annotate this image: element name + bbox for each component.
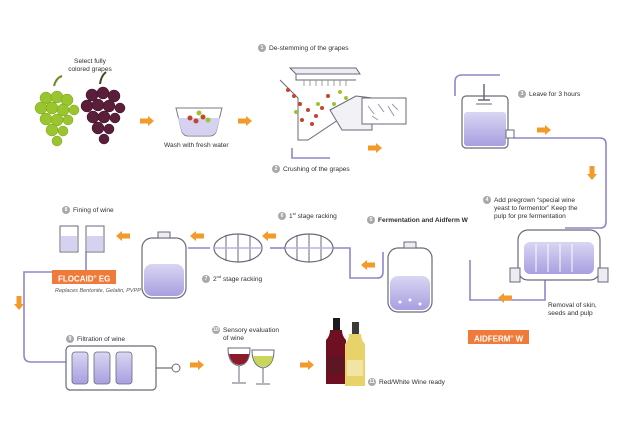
step-racking2-sup: nd <box>216 274 222 279</box>
step-pregrow-line1: Add pregrown “special wine <box>494 196 575 204</box>
step-number: 3 <box>518 90 526 98</box>
step-number: 9 <box>66 335 74 343</box>
step-number: 2 <box>272 165 280 173</box>
step-racking1-post: stage racking <box>295 213 337 221</box>
fermentation-tank-icon <box>141 231 187 299</box>
arrow-icon <box>537 125 551 135</box>
grapes-icon <box>34 71 126 147</box>
step-pregrow-line2: yeast to fermentor” Keep the <box>494 204 578 212</box>
arrow-icon <box>361 260 375 270</box>
arrow-icon <box>238 116 252 126</box>
step-select-label: Select fully colored grapes <box>60 58 120 74</box>
wine-glass-icon <box>251 349 275 385</box>
aidferm-mark: ® <box>510 334 514 339</box>
step-number: 10 <box>212 326 220 334</box>
step-number: 8 <box>62 206 70 214</box>
step-number: 4 <box>483 196 491 204</box>
flocaid-name: FLOCAID <box>58 274 94 284</box>
flocaid-badge: FLOCAID® EG <box>52 270 117 284</box>
step-crush-text: Crushing of the grapes <box>283 165 350 173</box>
barrel-icon <box>213 233 263 263</box>
flocaid-mark: ® <box>93 274 97 279</box>
step-select-line2: colored grapes <box>68 66 112 73</box>
step-racking2-post: stage racking <box>221 276 263 284</box>
fining-beakers-icon <box>59 225 105 253</box>
step-pregrow-line3: pulp for pre fermentation <box>494 212 566 220</box>
step-racking2-pre: 2 <box>213 276 217 284</box>
arrow-icon <box>140 116 154 126</box>
step-ready-text: Red/White Wine ready <box>379 378 445 386</box>
flocaid-suffix: EG <box>96 274 111 284</box>
step-number: 1 <box>258 44 266 52</box>
step-removal-line1: Removal of skin, <box>548 302 597 309</box>
step-racking1-sup: st <box>292 211 296 216</box>
arrow-icon <box>498 293 512 303</box>
destemmer-icon <box>279 67 407 141</box>
arrow-icon <box>262 231 276 241</box>
arrow-icon <box>14 296 24 310</box>
step-removal-line2: seeds and pulp <box>548 310 593 317</box>
fermentation-tank-icon <box>387 241 433 313</box>
wine-bottle-icon <box>345 322 365 386</box>
arrow-icon <box>587 166 597 180</box>
aidferm-badge: AIDFERM® W <box>468 330 530 344</box>
step-destem-text: De-stemming of the grapes <box>269 44 349 52</box>
step-racking1-pre: 1 <box>289 213 293 221</box>
step-filtration-text: Filtration of wine <box>77 335 126 343</box>
step-sensory-line2: of wine <box>223 334 244 342</box>
step-number: 5 <box>367 216 375 224</box>
process-flow-line <box>23 74 607 363</box>
step-select-line1: Select fully <box>74 58 106 65</box>
arrow-icon <box>190 360 204 370</box>
arrow-icon <box>368 143 382 153</box>
aidferm-name: AIDFERM <box>474 334 511 344</box>
wash-bowl-icon <box>175 107 223 137</box>
step-ferment-text: Fermentation and Aidferm W <box>378 216 468 224</box>
barrel-icon <box>284 233 334 263</box>
step-leave-text: Leave for 3 hours <box>529 90 581 98</box>
arrow-icon <box>190 231 204 241</box>
step-wash-label: Wash with fresh water <box>164 142 229 149</box>
step-number: 11 <box>368 378 376 386</box>
fermentation-tank-icon <box>461 84 515 149</box>
arrow-icon <box>116 231 130 241</box>
arrow-icon <box>300 360 314 370</box>
wine-glass-icon <box>227 347 251 384</box>
step-fining-text: Fining of wine <box>73 206 114 214</box>
step-number: 6 <box>278 212 286 221</box>
wine-bottle-icon <box>326 318 346 384</box>
flocaid-note: Replaces Bentonite, Gelatin, PVPP <box>55 288 141 294</box>
step-sensory-line1: Sensory evaluation <box>223 326 280 334</box>
filter-icon <box>65 345 181 391</box>
step-number: 7 <box>202 275 210 284</box>
fermentation-tank-icon <box>509 229 609 283</box>
step-removal-label: Removal of skin, seeds and pulp <box>548 302 597 318</box>
aidferm-suffix: W <box>513 334 524 344</box>
